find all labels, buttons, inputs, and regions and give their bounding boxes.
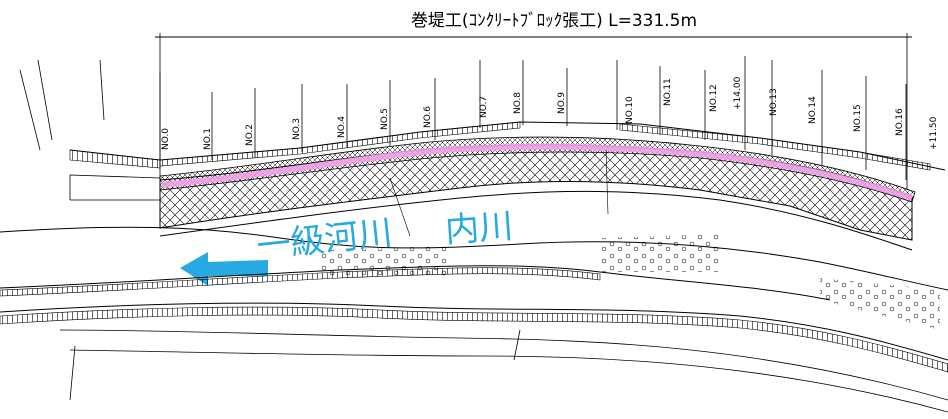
revetment-highlight [161, 143, 913, 201]
station-label: +11.50 [929, 116, 939, 150]
station-label: NO.1 [203, 128, 213, 150]
station-label: NO.16 [895, 108, 905, 136]
station-label: NO.9 [557, 92, 567, 114]
station-label: NO.14 [808, 96, 818, 124]
station-label: NO.8 [513, 92, 523, 114]
station-label: NO.4 [337, 116, 347, 138]
station-label: NO.0 [161, 128, 171, 150]
station-labels: NO.0 NO.1 NO.2 NO.3 NO.4 NO.5 NO.6 NO.7 … [161, 76, 939, 150]
revetment-band [159, 136, 916, 251]
station-label: NO.13 [769, 88, 779, 116]
station-label: NO.12 [709, 84, 719, 112]
lower-bank [0, 265, 948, 413]
station-tick-lines [159, 56, 907, 180]
station-label: +14.00 [733, 76, 743, 110]
station-label: NO.3 [292, 118, 302, 140]
station-label: NO.6 [423, 106, 433, 128]
upper-bank [19, 59, 946, 201]
station-label: NO.7 [479, 96, 489, 118]
drawing-title: 巻堤工(ｺﾝｸﾘｰﾄﾌﾞﾛｯｸ張工) L=331.5m [411, 11, 697, 31]
station-label: NO.5 [380, 108, 390, 130]
river-name-right: 内川 [444, 206, 515, 251]
station-label: NO.11 [663, 78, 673, 106]
station-label: NO.15 [853, 104, 863, 132]
station-label: NO.2 [245, 124, 255, 146]
station-label: NO.10 [625, 96, 635, 124]
